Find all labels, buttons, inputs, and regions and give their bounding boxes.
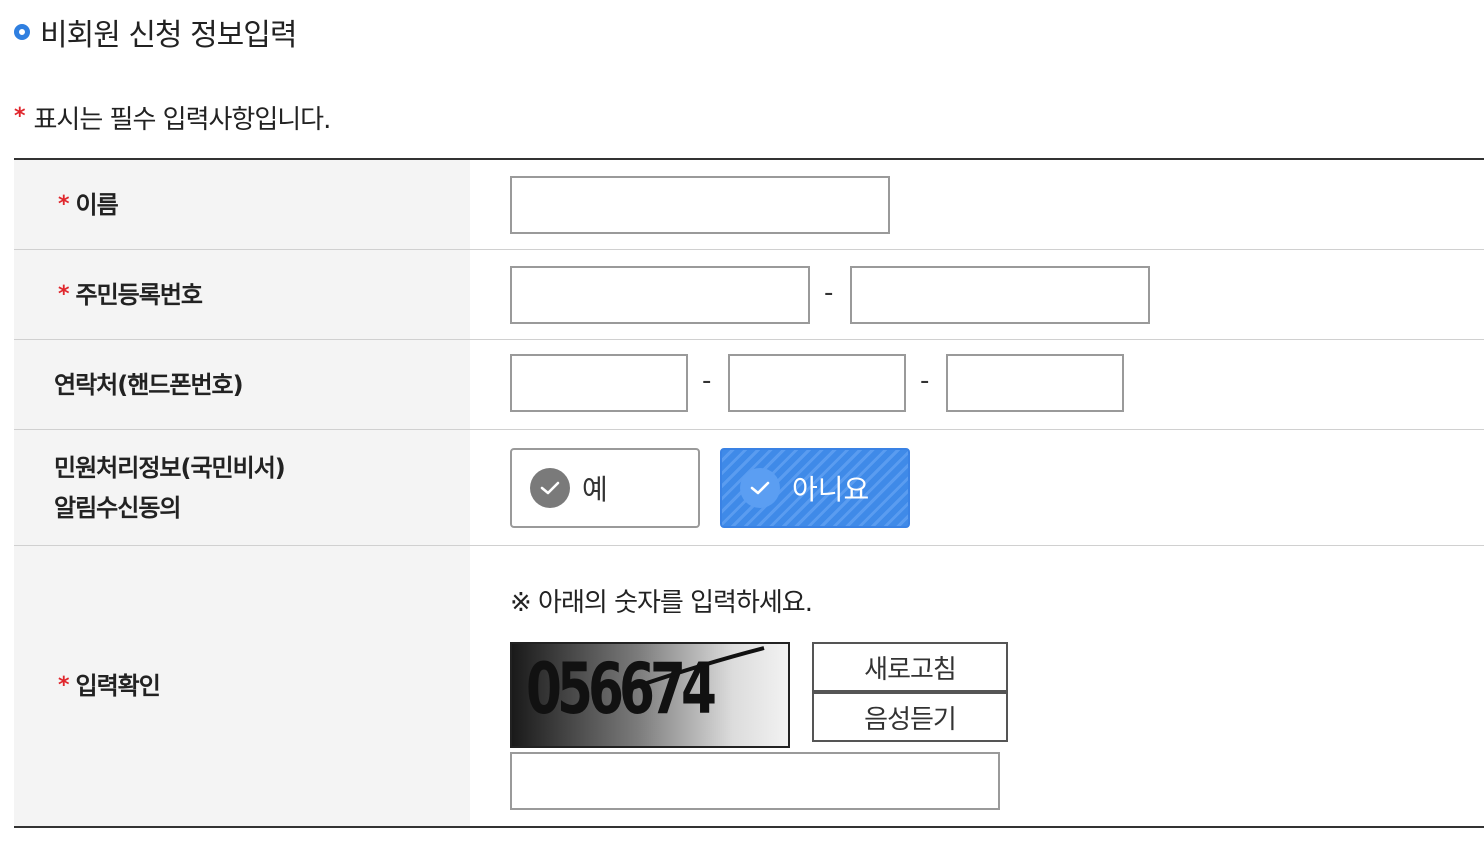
captcha-image-digits: 056674 — [526, 648, 717, 730]
name-label: 이름 — [75, 190, 119, 219]
form-row-captcha: * 입력확인 ※ 아래의 숫자를 입력하세요. 056674 새로고침 음성듣기 — [14, 546, 1484, 826]
consent-label-line2: 알림수신동의 — [54, 493, 181, 522]
consent-yes-option[interactable]: 예 — [510, 448, 700, 528]
form-label-cell: * 이름 — [14, 160, 470, 249]
phone-label: 연락처(핸드폰번호) — [54, 370, 244, 399]
phone-part2-input[interactable] — [728, 354, 906, 412]
phone-part1-input[interactable] — [510, 354, 688, 412]
check-icon — [740, 468, 780, 508]
required-asterisk-icon: * — [58, 281, 70, 307]
form-label-cell: 연락처(핸드폰번호) — [14, 340, 470, 429]
rrn-back-input[interactable] — [850, 266, 1150, 324]
captcha-audio-button[interactable]: 음성듣기 — [812, 692, 1008, 742]
form-value-cell: - - — [470, 340, 1484, 429]
circle-bullet-icon — [14, 24, 30, 40]
form-label-cell: 민원처리정보(국민비서) 알림수신동의 — [14, 430, 470, 545]
page-title: 비회원 신청 정보입력 — [40, 18, 297, 53]
form-row-rrn: * 주민등록번호 - — [14, 250, 1484, 340]
captcha-guide-text: ※ 아래의 숫자를 입력하세요. — [510, 588, 813, 618]
phone-separator: - — [702, 366, 712, 396]
phone-part3-input[interactable] — [946, 354, 1124, 412]
check-icon — [530, 468, 570, 508]
form-row-name: * 이름 — [14, 160, 1484, 250]
applicant-form: * 이름 * 주민등록번호 - 연락처(핸드폰번호) - - — [14, 158, 1484, 828]
form-value-cell: ※ 아래의 숫자를 입력하세요. 056674 새로고침 음성듣기 — [470, 546, 1484, 826]
form-label-cell: * 주민등록번호 — [14, 250, 470, 339]
captcha-refresh-button[interactable]: 새로고침 — [812, 642, 1008, 692]
captcha-image: 056674 — [510, 642, 790, 748]
form-value-cell — [470, 160, 1484, 249]
form-label-cell: * 입력확인 — [14, 546, 470, 826]
required-note: * 표시는 필수 입력사항입니다. — [14, 98, 332, 136]
required-asterisk-icon: * — [58, 673, 70, 698]
name-input[interactable] — [510, 176, 890, 234]
rrn-separator: - — [824, 278, 834, 308]
form-row-phone: 연락처(핸드폰번호) - - — [14, 340, 1484, 430]
required-asterisk-icon: * — [14, 104, 26, 129]
consent-label-line1: 민원처리정보(국민비서) — [54, 453, 286, 482]
consent-yes-label: 예 — [582, 473, 608, 506]
consent-label: 민원처리정보(국민비서) 알림수신동의 — [54, 448, 286, 528]
form-row-notification-consent: 민원처리정보(국민비서) 알림수신동의 예 아니요 — [14, 430, 1484, 546]
phone-separator: - — [920, 366, 930, 396]
consent-no-label: 아니요 — [792, 473, 870, 506]
rrn-label: 주민등록번호 — [75, 280, 203, 309]
rrn-front-input[interactable] — [510, 266, 810, 324]
captcha-noise-line — [631, 646, 765, 690]
form-value-cell: - — [470, 250, 1484, 339]
captcha-input[interactable] — [510, 752, 1000, 810]
form-value-cell: 예 아니요 — [470, 430, 1484, 545]
required-asterisk-icon: * — [58, 191, 70, 217]
captcha-label: 입력확인 — [75, 672, 161, 700]
required-note-text: 표시는 필수 입력사항입니다. — [33, 104, 332, 135]
consent-no-option[interactable]: 아니요 — [720, 448, 910, 528]
section-header: 비회원 신청 정보입력 — [14, 10, 297, 54]
